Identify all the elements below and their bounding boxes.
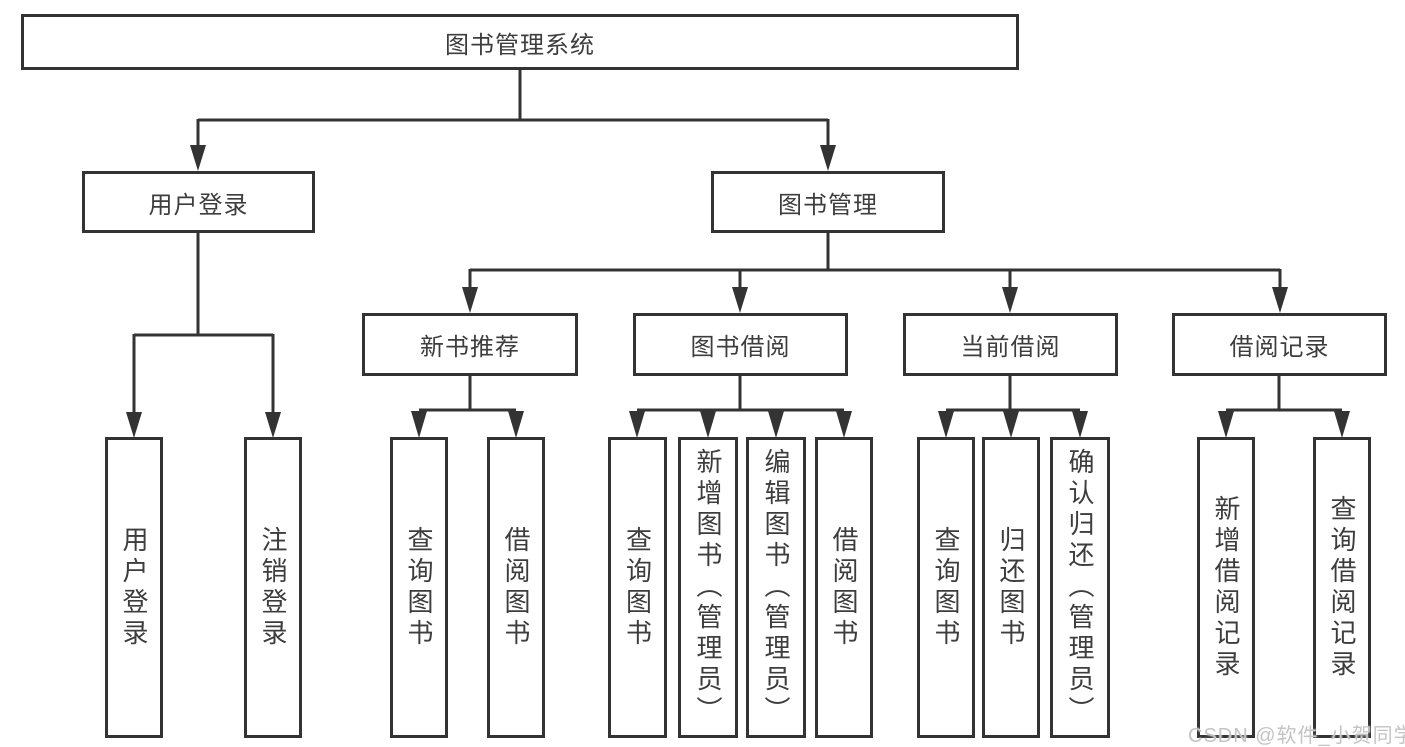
- arrowhead: [836, 411, 852, 438]
- branch-book-borrow: [629, 376, 852, 438]
- arrowhead: [820, 145, 836, 171]
- arrowhead: [629, 411, 645, 438]
- arrowhead: [1003, 411, 1019, 438]
- leaf-borrow-borrow: 借阅图书: [815, 437, 873, 738]
- node-user-login: 用户登录: [82, 171, 315, 233]
- leaf-user-login: 用户登录: [105, 437, 163, 738]
- arrowhead: [1218, 411, 1234, 438]
- leaf-current-return: 归还图书: [982, 437, 1040, 738]
- node-root: 图书管理系统: [21, 14, 1019, 70]
- node-book-mgmt: 图书管理: [711, 171, 945, 233]
- branch-borrow-record: [1218, 376, 1350, 438]
- branch-book-mgmt: [462, 233, 1288, 313]
- leaf-current-confirm: 确认归还（管理员）: [1050, 437, 1110, 738]
- leaf-record-query: 查询借阅记录: [1313, 437, 1371, 738]
- branch-current-borrow: [938, 376, 1088, 438]
- leaf-borrow-add: 新增图书（管理员）: [678, 437, 738, 738]
- node-current-borrow: 当前借阅: [903, 313, 1118, 376]
- arrowhead: [700, 411, 716, 438]
- arrowhead: [1272, 287, 1288, 313]
- arrowhead: [732, 287, 748, 313]
- csdn-watermark: CSDN @软件_小贺同学: [1188, 725, 1405, 747]
- arrowhead: [462, 287, 478, 313]
- leaf-borrow-query: 查询图书: [608, 437, 667, 738]
- arrowhead: [768, 411, 784, 438]
- branch-root: [190, 70, 836, 171]
- leaf-newbook-query: 查询图书: [390, 437, 448, 738]
- node-borrow-record: 借阅记录: [1172, 313, 1387, 376]
- arrowhead: [1072, 411, 1088, 438]
- arrowhead: [938, 411, 954, 438]
- arrowhead: [508, 411, 524, 438]
- arrowhead: [1334, 411, 1350, 438]
- leaf-borrow-edit: 编辑图书（管理员）: [746, 437, 806, 738]
- node-book-borrow: 图书借阅: [633, 313, 848, 376]
- arrowhead: [190, 145, 206, 171]
- leaf-current-query: 查询图书: [917, 437, 975, 738]
- arrowhead: [411, 411, 427, 438]
- leaf-logout: 注销登录: [244, 437, 302, 738]
- branch-new-book: [411, 376, 524, 438]
- branch-user-login: [126, 233, 281, 438]
- node-new-book: 新书推荐: [362, 313, 578, 376]
- arrowhead: [1002, 287, 1018, 313]
- leaf-record-add: 新增借阅记录: [1197, 437, 1255, 738]
- arrowhead: [126, 412, 142, 438]
- arrowhead: [265, 412, 281, 438]
- leaf-newbook-borrow: 借阅图书: [487, 437, 545, 738]
